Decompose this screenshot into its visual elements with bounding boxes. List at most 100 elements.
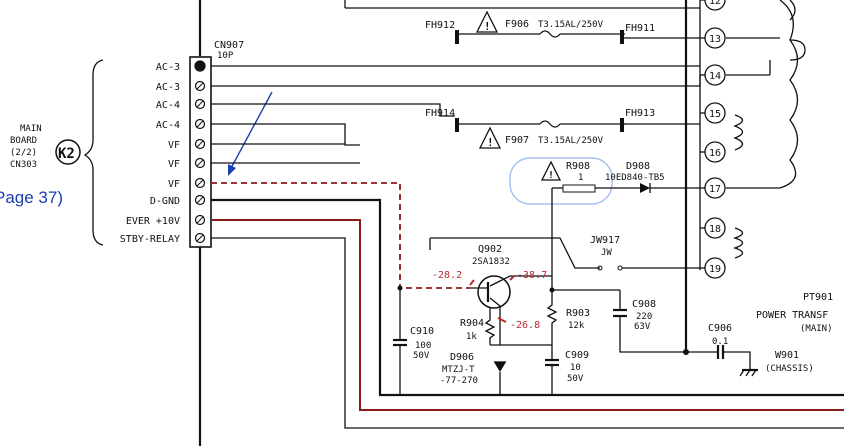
board-badge bbox=[55, 139, 81, 165]
w901-value: (CHASSIS) bbox=[765, 364, 814, 374]
connector-pin-mark bbox=[196, 82, 204, 90]
connector-pins-label: 10P bbox=[217, 51, 234, 61]
q902-collector bbox=[489, 275, 511, 287]
fh911-label: FH911 bbox=[625, 23, 655, 34]
pt901-label-2: (MAIN) bbox=[800, 324, 833, 334]
c910-value1: 100 bbox=[415, 341, 431, 351]
c909-value1: 10 bbox=[570, 363, 581, 373]
wire-dgnd bbox=[211, 198, 844, 397]
voltage-right: -38.7 bbox=[517, 270, 547, 281]
pt901-label-1: POWER TRANSF bbox=[756, 310, 828, 321]
transformer-pin-number: 12 bbox=[709, 0, 721, 7]
f907-warning-glyph: ! bbox=[487, 136, 494, 149]
r904-name: R904 bbox=[460, 318, 484, 329]
connector-pin-label: VF bbox=[168, 179, 180, 190]
chassis-tick-2 bbox=[745, 369, 751, 377]
c908-lead-bottom bbox=[619, 316, 686, 353]
transformer-coil-middle bbox=[733, 114, 744, 151]
d908-name: D908 bbox=[626, 161, 650, 172]
q902-emitter bbox=[489, 297, 501, 307]
connector-pin-label: AC-3 bbox=[156, 62, 180, 73]
transformer-pin bbox=[704, 0, 726, 11]
r908-highlight bbox=[509, 157, 613, 205]
fh914-holder bbox=[455, 118, 459, 132]
connector-pin-label: EVER +10V bbox=[126, 216, 180, 227]
fh914-label: FH914 bbox=[425, 108, 455, 119]
f906-fuse bbox=[539, 30, 561, 38]
voltage-base-marker bbox=[497, 317, 507, 323]
board-badge-text: K2 bbox=[58, 146, 75, 162]
c910-name: C910 bbox=[410, 326, 434, 337]
fh911-holder bbox=[620, 30, 624, 44]
voltage-left-marker bbox=[469, 279, 475, 286]
pt901-name: PT901 bbox=[803, 292, 833, 303]
f907-warning-icon bbox=[478, 126, 502, 149]
main-board-line-2: BOARD bbox=[10, 136, 37, 146]
transformer-pin-number: 15 bbox=[709, 109, 721, 120]
main-board-brace bbox=[83, 59, 104, 246]
annotation-arrow bbox=[229, 91, 273, 171]
f906-name: F906 bbox=[505, 19, 529, 30]
connector-pin-label: D-GND bbox=[150, 196, 180, 207]
connector-pin-mark bbox=[196, 140, 204, 148]
transformer-coil-lower bbox=[732, 227, 744, 259]
page-reference[interactable]: Page 37) bbox=[0, 188, 63, 207]
chassis-tick-1 bbox=[739, 369, 745, 377]
voltage-right-marker bbox=[509, 275, 515, 281]
connector-pin-label: AC-4 bbox=[156, 120, 180, 131]
f906-rating: T3.15AL/250V bbox=[538, 20, 604, 30]
jw917-value: JW bbox=[601, 248, 612, 258]
jw917-pad-right bbox=[617, 265, 623, 271]
w901-name: W901 bbox=[775, 350, 799, 361]
transformer-pin-number: 18 bbox=[709, 224, 721, 235]
wire-stby bbox=[211, 237, 844, 429]
voltage-left: -28.2 bbox=[432, 270, 462, 281]
c909-value2: 50V bbox=[567, 374, 584, 384]
transformer-pin-number: 16 bbox=[709, 148, 721, 159]
q902-value: 2SA1832 bbox=[472, 257, 510, 267]
d908-diode bbox=[640, 183, 650, 193]
main-board-line-4: CN303 bbox=[10, 160, 37, 170]
main-board-line-3: (2/2) bbox=[10, 148, 37, 158]
fh913-holder bbox=[620, 118, 624, 132]
connector-pin-mark bbox=[196, 234, 204, 242]
transformer-pin-number: 14 bbox=[709, 71, 721, 82]
r904-value: 1k bbox=[466, 332, 477, 342]
connector-pin-mark bbox=[196, 159, 204, 167]
wire-ac4-2 bbox=[211, 123, 360, 146]
q902-transistor bbox=[477, 275, 511, 309]
connector-pin-label: AC-4 bbox=[156, 100, 180, 111]
d906-diode bbox=[494, 362, 506, 372]
r908-value: 1 bbox=[578, 173, 583, 183]
r903-value: 12k bbox=[568, 321, 585, 331]
connector-pin-mark bbox=[196, 179, 204, 187]
transformer-pin-number: 13 bbox=[709, 34, 721, 45]
f907-rating: T3.15AL/250V bbox=[538, 136, 604, 146]
chassis-tick-3 bbox=[751, 369, 757, 377]
connector-pin-label: STBY-RELAY bbox=[120, 234, 180, 245]
jw917-pad-left bbox=[597, 265, 603, 271]
c908-value1: 220 bbox=[636, 312, 652, 322]
connector-pin-label: VF bbox=[168, 159, 180, 170]
fh912-label: FH912 bbox=[425, 20, 455, 31]
r908-warning-glyph: ! bbox=[548, 170, 554, 181]
connector-pin-label: VF bbox=[168, 140, 180, 151]
c906-name: C906 bbox=[708, 323, 732, 334]
c908-name: C908 bbox=[632, 299, 656, 310]
fh913-label: FH913 bbox=[625, 108, 655, 119]
f906-warning-icon bbox=[475, 10, 499, 33]
connector-name: CN907 bbox=[214, 40, 244, 51]
connector-pin bbox=[194, 60, 206, 72]
wire-ac4-1 bbox=[211, 103, 455, 117]
c906-value: 0.1 bbox=[712, 337, 728, 347]
d908-value: 10ED840-TB5 bbox=[605, 173, 665, 183]
q902-name: Q902 bbox=[478, 244, 502, 255]
d906-value1: MTZJ-T bbox=[442, 365, 475, 375]
connector-pin-mark bbox=[196, 100, 204, 108]
wire-vf-3-dashed bbox=[211, 182, 470, 289]
f907-name: F907 bbox=[505, 135, 529, 146]
connector-pin-mark bbox=[196, 120, 204, 128]
jw917-name: JW917 bbox=[590, 235, 620, 246]
